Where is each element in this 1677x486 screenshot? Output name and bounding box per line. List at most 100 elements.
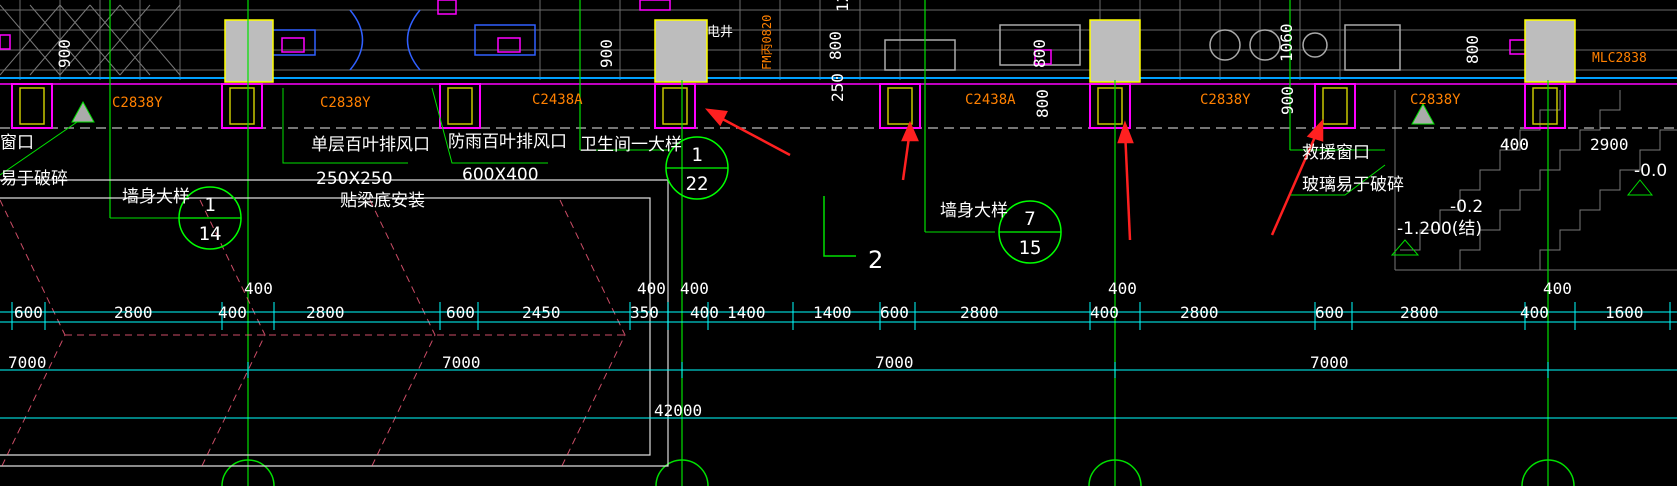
dimension-value: 1400 xyxy=(813,303,852,322)
louver-rain-note: 防雨百叶排风口 xyxy=(448,132,567,152)
level-triangles xyxy=(71,100,1654,256)
dimension-value: 7000 xyxy=(875,353,914,372)
column-core xyxy=(662,87,688,125)
fixtures xyxy=(264,9,1401,71)
callout-bottom-number: 14 xyxy=(199,223,222,245)
axis-circles xyxy=(221,459,1575,486)
vertical-dimension: 800 xyxy=(1030,39,1049,68)
dimension-value: 400 xyxy=(1108,279,1137,298)
dimension-value: 400 xyxy=(680,279,709,298)
section-number: 2 xyxy=(868,246,883,274)
dimension-value: 600 xyxy=(880,303,909,322)
vertical-dimension: 250 xyxy=(828,73,847,102)
column-core xyxy=(1532,87,1558,125)
column-outline xyxy=(1314,83,1356,129)
column-outline xyxy=(654,83,696,129)
dimension-ticks xyxy=(11,302,1671,378)
dimension-value: 400 xyxy=(244,279,273,298)
louver-single-size: 250X250 xyxy=(316,169,393,189)
window-tag: C2838Y xyxy=(112,95,163,111)
vertical-dimension: 12 xyxy=(833,0,852,12)
door-tag-right: MLC2838 xyxy=(1592,51,1647,66)
dimension-value: 7000 xyxy=(1310,353,1349,372)
window-tag: C2438A xyxy=(965,92,1016,108)
dimension-value: 7000 xyxy=(8,353,47,372)
vertical-dimension: 800 xyxy=(826,31,845,60)
window-tag: C2438A xyxy=(532,92,583,108)
detail-callouts xyxy=(178,136,1062,264)
dimension-value: 600 xyxy=(1315,303,1344,322)
dimension-value: 350 xyxy=(630,303,659,322)
level-mark: -0.0 xyxy=(1634,161,1667,181)
dimension-value: 2800 xyxy=(1180,303,1219,322)
diagonal-hatch-left xyxy=(0,4,181,76)
concrete-shafts xyxy=(224,19,1576,83)
vertical-dimension: 900 xyxy=(55,39,74,68)
vertical-dimension: 800 xyxy=(1463,35,1482,64)
dimension-value: 600 xyxy=(446,303,475,322)
callout-top-number: 1 xyxy=(691,144,702,166)
exterior-wall xyxy=(0,77,1677,129)
dimension-value: 2450 xyxy=(522,303,561,322)
level-mark: -1.200(结) xyxy=(1397,219,1482,239)
louver-rain-size: 600X400 xyxy=(462,165,539,185)
callout-bottom-number: 22 xyxy=(686,173,709,195)
dimension-value: 400 xyxy=(1090,303,1119,322)
total-dimension: 42000 xyxy=(654,401,702,420)
glass-note-right: 玻璃易于破碎 xyxy=(1302,175,1404,195)
callout-bottom-number: 15 xyxy=(1019,237,1042,259)
dimension-lines xyxy=(0,311,1677,419)
louver-single-note: 单层百叶排风口 xyxy=(311,135,430,155)
magenta-fixtures xyxy=(0,0,1527,65)
column-core xyxy=(1097,87,1123,125)
callout-top-number: 1 xyxy=(204,194,215,216)
dimension-value: 2800 xyxy=(114,303,153,322)
column-outline xyxy=(1089,83,1131,129)
dimension-value: 400 xyxy=(1543,279,1572,298)
vertical-dimension: 900 xyxy=(1278,86,1297,115)
stair-hatch-right xyxy=(1394,90,1677,271)
leader-lines xyxy=(0,87,1386,233)
structural-columns xyxy=(11,83,1566,129)
axis-lines xyxy=(109,0,1549,486)
dimension-value: 400 xyxy=(1520,303,1549,322)
building-outline xyxy=(0,179,669,467)
wall-detail-note: 墙身大样 xyxy=(122,187,190,207)
dimension-value: 400 xyxy=(1500,135,1529,154)
rescue-window-note: 救援窗口 xyxy=(1302,143,1370,163)
dimension-value: 400 xyxy=(637,279,666,298)
dimension-value: 2900 xyxy=(1590,135,1629,154)
column-core xyxy=(1322,87,1348,125)
toilet-detail-note: 卫生间一大样 xyxy=(580,135,682,155)
window-tag: C2838Y xyxy=(1200,92,1251,108)
dimension-value: 2800 xyxy=(960,303,999,322)
window-tag: C2838Y xyxy=(1410,92,1461,108)
column-core xyxy=(887,87,913,125)
glass-note-left: 易于破碎 xyxy=(0,169,68,189)
dimension-value: 1400 xyxy=(727,303,766,322)
dimension-value: 2800 xyxy=(306,303,345,322)
column-outline xyxy=(439,83,481,129)
hatch-dashes xyxy=(0,199,626,471)
red-annotation-arrows xyxy=(704,108,1324,241)
shaft-label: 电井 xyxy=(707,25,733,40)
dimension-value: 600 xyxy=(14,303,43,322)
vertical-dimension: 1060 xyxy=(1277,23,1296,62)
level-mark: -0.2 xyxy=(1450,197,1483,217)
column-core xyxy=(229,87,255,125)
vertical-dimension: 900 xyxy=(597,39,616,68)
window-tag: C2838Y xyxy=(320,95,371,111)
wall-detail-note-2: 墙身大样 xyxy=(940,201,1008,221)
dimension-value: 1600 xyxy=(1605,303,1644,322)
dimension-value: 400 xyxy=(218,303,247,322)
column-outline xyxy=(879,83,921,129)
under-beam-note: 贴梁底安装 xyxy=(340,191,425,211)
dimension-value: 7000 xyxy=(442,353,481,372)
column-outline xyxy=(11,83,53,129)
column-core xyxy=(19,87,45,125)
vertical-dimension: 800 xyxy=(1033,89,1052,118)
door-tag: FM丙0820 xyxy=(760,15,774,70)
window-note-left: 窗口 xyxy=(0,133,34,153)
